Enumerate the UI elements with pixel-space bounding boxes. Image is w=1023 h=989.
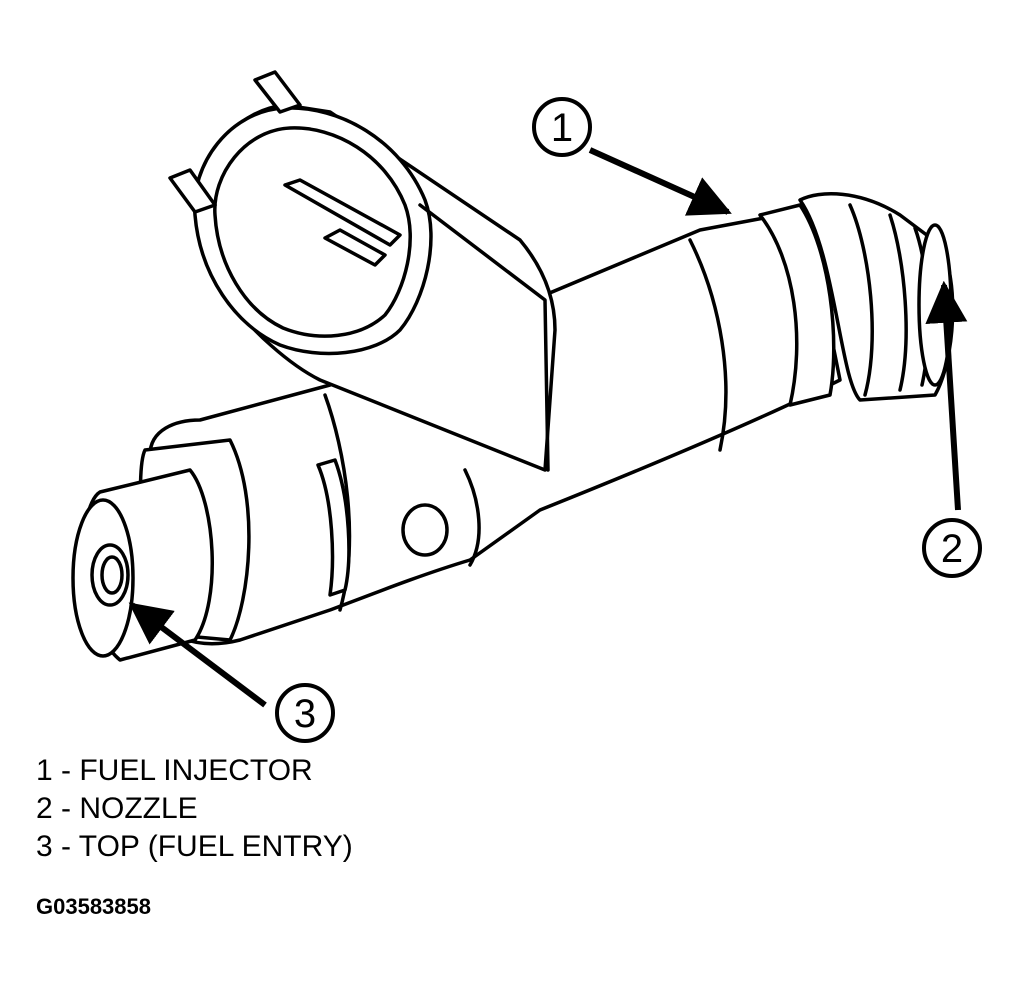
fuel-entry-bore-inner [100,555,124,595]
body-band-2 [463,468,481,567]
legend-item-top-fuel-entry: 3 - TOP (FUEL ENTRY) [36,830,353,863]
leader-1 [588,147,732,216]
callout-3: 3 [275,683,335,743]
legend-item-fuel-injector: 1 - FUEL INJECTOR [36,754,313,787]
leader-2 [925,280,968,511]
callout-3-number: 3 [294,692,316,736]
nozzle-ring-1 [848,203,874,397]
callout-1-number: 1 [551,106,573,150]
body-slot [316,458,351,597]
nozzle-ring-2 [888,213,908,392]
callout-1: 1 [532,97,592,157]
callout-leaders [128,147,968,708]
legend: 1 - FUEL INJECTOR 2 - NOZZLE 3 - TOP (FU… [36,752,353,866]
body-port [401,503,449,557]
connector-side-edge [418,203,550,472]
connector-face-inner [213,126,412,338]
body-band-3 [688,238,728,452]
legend-item-nozzle: 2 - NOZZLE [36,792,198,825]
leader-3 [128,602,267,708]
fuel-injector-drawing [71,70,955,662]
fuel-injector-diagram: 1 2 3 [71,70,982,743]
figure-id: G03583858 [36,894,151,919]
connector-pin-lower [168,168,217,214]
connector-pin-upper [253,70,302,114]
callout-2-number: 2 [941,527,963,571]
callout-2: 2 [922,518,982,578]
connector-terminal-2 [323,228,387,267]
connector-terminal-1 [283,178,402,247]
